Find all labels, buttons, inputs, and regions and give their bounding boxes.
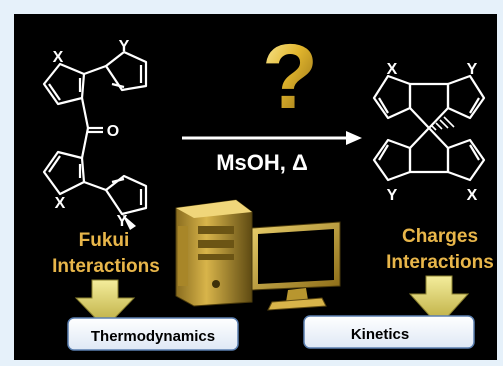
- product-atom-y-top: Y: [467, 61, 478, 78]
- product-bottom-center-ring: [408, 126, 450, 174]
- reactant-atom-y-bottom: Y: [117, 213, 128, 230]
- thermodynamics-label: Thermodynamics: [91, 328, 215, 345]
- product-atom-x-bottom: X: [467, 187, 478, 204]
- reactant-atom-x-bottom: X: [55, 195, 66, 212]
- reactant-molecule: [42, 50, 148, 230]
- kinetics-label: Kinetics: [351, 326, 409, 343]
- product-atom-y-bottom: Y: [387, 187, 398, 204]
- product-top-center-ring: [408, 82, 450, 130]
- product-molecule: [372, 74, 486, 182]
- product-bottom-left-ring: [372, 138, 412, 182]
- reactant-atom-x-top: X: [53, 49, 64, 66]
- computer-tower: [175, 199, 253, 307]
- spiro-hashed-bond: [431, 116, 455, 131]
- product-atom-x-top: X: [387, 61, 398, 78]
- product-top-left-ring: [372, 74, 412, 120]
- top-left-ring: [42, 62, 86, 106]
- question-mark: ?: [262, 26, 318, 128]
- product-bottom-right-ring: [446, 138, 486, 182]
- reactant-atom-y-top: Y: [119, 38, 130, 55]
- left-label-line2: Interactions: [52, 256, 160, 277]
- left-down-arrow: [74, 279, 136, 329]
- left-label-line1: Fukui: [79, 230, 130, 251]
- reaction-arrow: [182, 131, 362, 145]
- right-label-line2: Interactions: [386, 252, 494, 273]
- bottom-left-ring: [42, 150, 86, 196]
- bottom-right-ring: [104, 174, 148, 216]
- reactant-atom-o: O: [107, 123, 119, 140]
- thermodynamics-box: [67, 317, 239, 351]
- reagent-label: MsOH, Δ: [216, 150, 308, 175]
- right-label-line1: Charges: [402, 226, 478, 247]
- product-top-right-ring: [446, 74, 486, 120]
- computer-monitor: [251, 221, 341, 311]
- right-down-arrow: [408, 275, 470, 327]
- kinetics-box: [303, 315, 475, 349]
